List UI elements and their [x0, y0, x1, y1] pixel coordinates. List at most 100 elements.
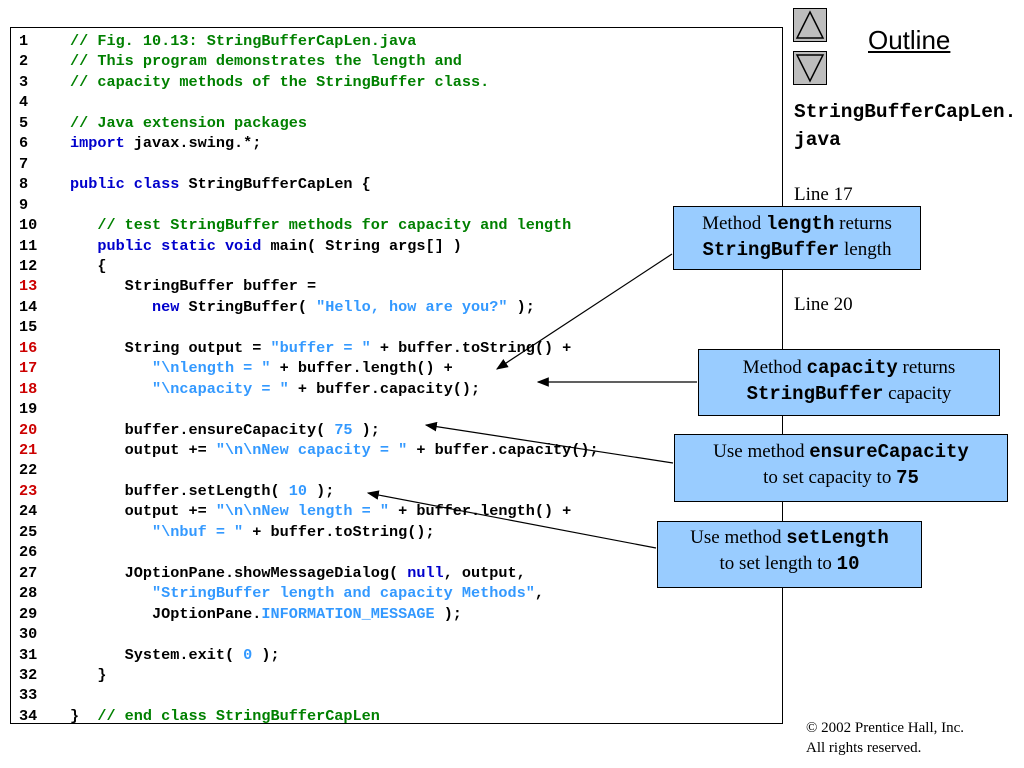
line-number: 32 [19, 665, 38, 684]
code-token: + buffer.length() + [389, 502, 572, 521]
code-text: JOptionPane.showMessageDialog( null, out… [70, 563, 526, 583]
callout-arrow [366, 490, 657, 549]
line-number: 20 [19, 420, 38, 439]
code-text: "\nbuf = " + buffer.toString(); [70, 522, 435, 542]
code-token: "\ncapacity = " [152, 379, 289, 398]
line-number: 9 [19, 195, 29, 214]
line-reference: Line 20 [794, 294, 853, 315]
copyright-line: © 2002 Prentice Hall, Inc. [806, 720, 965, 736]
line-reference: Line 17 [794, 184, 853, 205]
code-token: buffer.ensureCapacity( [70, 420, 335, 439]
callout-ensure-capacity: Use method ensureCapacity to set capacit… [674, 434, 1008, 502]
line-number: 8 [19, 175, 29, 194]
code-text: import javax.swing.*; [70, 133, 261, 153]
code-token: INFORMATION_MESSAGE [261, 604, 435, 623]
code-token: import [70, 134, 125, 153]
line-number: 14 [19, 297, 38, 316]
code-token: ); [434, 604, 462, 623]
line-number: 34 [19, 706, 38, 725]
line-number: 12 [19, 256, 38, 275]
code-token: "\nlength = " [152, 359, 271, 378]
triangle-down-icon [795, 54, 825, 83]
code-text: // Java extension packages [70, 113, 307, 133]
line-number: 28 [19, 584, 38, 603]
code-token: + buffer.capacity(); [288, 379, 481, 398]
code-token: 10 [288, 481, 307, 500]
file-title: StringBufferCapLen.java [794, 101, 1017, 151]
code-token: StringBufferCapLen { [179, 175, 371, 194]
code-token: } [70, 706, 98, 725]
line-number: 25 [19, 522, 38, 541]
code-text: StringBuffer buffer = [70, 276, 316, 296]
line-number: 15 [19, 318, 38, 337]
code-token: output += [70, 441, 216, 459]
copyright-notice: © 2002 Prentice Hall, Inc. All rights re… [806, 718, 964, 758]
code-token: // Java extension packages [70, 113, 307, 132]
code-text: public class StringBufferCapLen { [70, 174, 371, 194]
code-token: String output = [70, 338, 271, 357]
code-text: // This program demonstrates the length … [70, 51, 462, 71]
line-number: 2 [19, 52, 29, 71]
code-text: } // end class StringBufferCapLen [70, 706, 380, 726]
code-token: + buffer.toString(); [243, 522, 435, 541]
code-token: ); [306, 481, 335, 500]
code-token: ); [352, 420, 380, 439]
code-token: public class [70, 175, 180, 194]
code-text: // Fig. 10.13: StringBufferCapLen.java [70, 31, 416, 51]
code-text: System.exit( 0 ); [70, 645, 280, 665]
line-number: 33 [19, 686, 38, 705]
code-text: "StringBuffer length and capacity Method… [70, 583, 544, 603]
line-number: 6 [19, 134, 29, 153]
code-token: "StringBuffer length and capacity Method… [152, 584, 535, 603]
line-number: 29 [19, 604, 38, 623]
callout-arrow [424, 421, 674, 464]
line-number: 17 [19, 359, 38, 378]
code-token: } [70, 665, 107, 684]
code-token: StringBuffer( [179, 297, 317, 316]
code-token: // capacity methods of the StringBuffer … [70, 72, 490, 91]
code-text: { [70, 256, 106, 276]
rights-line: All rights reserved. [806, 740, 922, 756]
code-text: new StringBuffer( "Hello, how are you?" … [70, 297, 535, 317]
line-number: 26 [19, 543, 38, 562]
line-number: 11 [19, 236, 38, 255]
line-number: 30 [19, 625, 38, 644]
triangle-up-icon [795, 10, 825, 39]
line-number: 22 [19, 461, 38, 480]
code-token: + buffer.toString() + [370, 338, 572, 357]
code-token: // test StringBuffer methods for capacit… [97, 216, 572, 235]
code-text: "\nlength = " + buffer.length() + [70, 358, 453, 378]
callout-arrow [495, 253, 673, 370]
code-token: output += [70, 502, 216, 521]
code-text: output += "\n\nNew capacity = " + buffer… [70, 440, 599, 460]
line-number: 5 [19, 113, 29, 132]
line-number: 4 [19, 93, 29, 112]
code-token: System.exit( [70, 645, 244, 664]
line-number: 21 [19, 441, 38, 459]
code-text: "\ncapacity = " + buffer.capacity(); [70, 379, 480, 399]
line-number: 18 [19, 379, 38, 398]
code-token: + buffer.length() + [270, 359, 453, 378]
code-token: // end class StringBufferCapLen [97, 706, 380, 725]
line-number: 7 [19, 154, 29, 173]
code-token: public static void [97, 236, 262, 255]
outline-link[interactable]: Outline [868, 25, 951, 55]
line-number: 31 [19, 645, 38, 664]
code-token: JOptionPane. [70, 604, 262, 623]
next-slide-button[interactable] [793, 51, 827, 85]
callout-set-length: Use method setLength to set length to 10 [657, 521, 922, 588]
line-number: 27 [19, 563, 38, 582]
code-token: null [407, 563, 444, 582]
code-token: new [152, 297, 180, 316]
code-token: ); [252, 645, 280, 664]
code-token: "\n\nNew capacity = " [215, 441, 408, 459]
code-token: "Hello, how are you?" [316, 297, 508, 316]
code-token: buffer.setLength( [70, 481, 289, 500]
code-token: javax.swing.*; [124, 134, 262, 153]
code-token: 0 [243, 645, 253, 664]
code-text: String output = "buffer = " + buffer.toS… [70, 338, 572, 358]
previous-slide-button[interactable] [793, 8, 827, 42]
code-token: , [534, 584, 544, 603]
